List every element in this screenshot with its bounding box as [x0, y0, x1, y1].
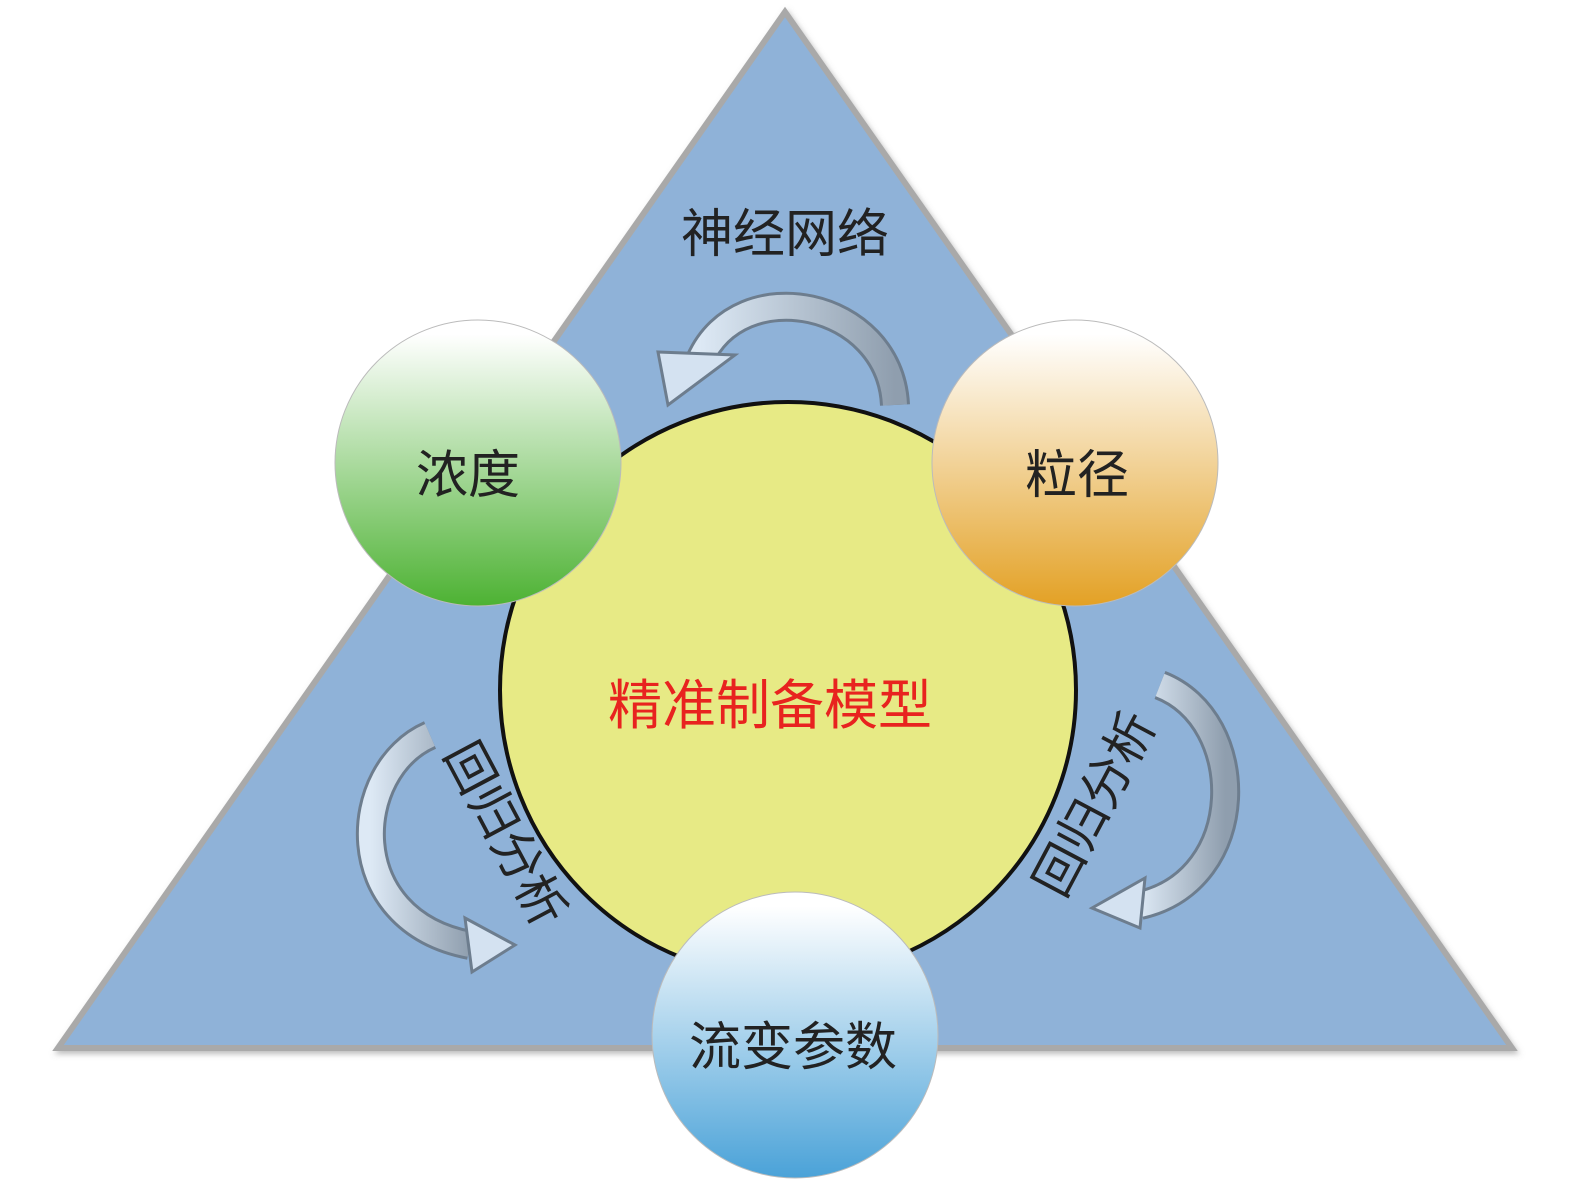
top-cycle-arrow [656, 291, 910, 408]
particle-size-label: 粒径 [1025, 446, 1129, 506]
particle-size-node [931, 319, 1219, 607]
concentration-label: 浓度 [416, 446, 520, 506]
rheology-node [651, 891, 939, 1179]
top-method-label: 神经网络 [681, 205, 889, 265]
concentration-node [334, 319, 622, 607]
left-cycle-arrow [355, 721, 518, 975]
rheology-label: 流变参数 [689, 1018, 897, 1078]
right-cycle-arrow [1088, 671, 1241, 931]
center-label: 精准制备模型 [608, 674, 932, 737]
